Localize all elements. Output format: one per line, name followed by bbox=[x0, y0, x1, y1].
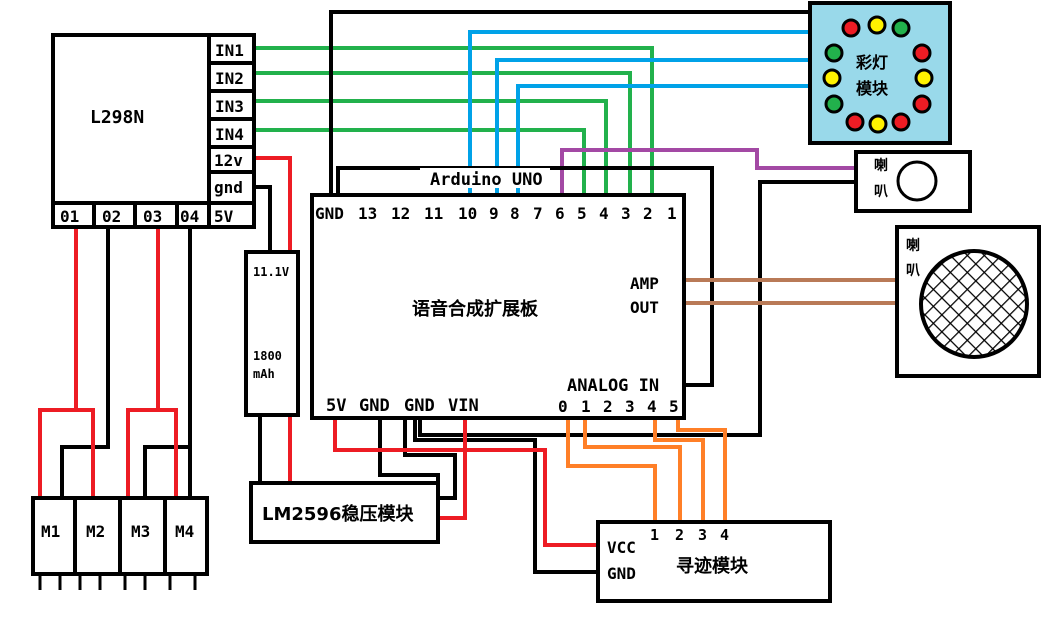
pin-gnd-b: GND bbox=[404, 396, 435, 416]
analog-pin-1: 1 bbox=[581, 397, 591, 416]
motor-m4: M4 bbox=[175, 522, 194, 541]
tracker-pin-1: 1 bbox=[650, 526, 659, 544]
pin-gnd: gnd bbox=[214, 178, 243, 197]
battery-capacity: 1800 bbox=[253, 349, 282, 363]
top-pin-9: 9 bbox=[489, 204, 499, 223]
top-pin-11: 11 bbox=[424, 204, 443, 223]
motor-m2: M2 bbox=[86, 522, 105, 541]
pin-12v: 12v bbox=[214, 151, 243, 170]
tracker-pin-2: 2 bbox=[675, 526, 684, 544]
pin-vin: VIN bbox=[448, 396, 479, 416]
speaker-label-2: 叭 bbox=[906, 263, 920, 279]
led-5 bbox=[912, 43, 932, 63]
buzzer-module: 喇 叭 bbox=[854, 150, 972, 213]
motors: M1 M2 M3 M4 bbox=[31, 496, 209, 590]
pin-in4: IN4 bbox=[215, 125, 244, 144]
green-control-wires bbox=[252, 46, 654, 195]
red-power-wires bbox=[38, 156, 598, 547]
pin-out2: 02 bbox=[102, 207, 121, 226]
led-2 bbox=[867, 15, 887, 35]
top-pin-6: 6 bbox=[555, 204, 565, 223]
top-pin-13: 13 bbox=[358, 204, 377, 223]
board-title: 语音合成扩展板 bbox=[412, 298, 539, 320]
battery: 11.1V 1800 mAh bbox=[244, 250, 300, 417]
purple-buzzer-wire bbox=[560, 148, 856, 195]
led-3 bbox=[891, 18, 911, 38]
speaker-module: 喇 叭 bbox=[895, 225, 1041, 378]
buzzer-icon bbox=[896, 160, 938, 202]
board-name: Arduino UNO bbox=[430, 170, 543, 190]
led-12 bbox=[891, 112, 911, 132]
led-module: 彩灯 模块 bbox=[808, 1, 952, 145]
pin-in1: IN1 bbox=[215, 41, 244, 60]
driver-title: L298N bbox=[90, 107, 144, 128]
motor-m3: M3 bbox=[131, 522, 150, 541]
tracker-pin-4: 4 bbox=[720, 526, 729, 544]
buzzer-label-2: 叭 bbox=[874, 184, 888, 200]
l298n-driver: L298N IN1 IN2 IN3 IN4 12v gnd 01 02 03 0… bbox=[51, 33, 256, 229]
amp-label: AMP bbox=[630, 274, 659, 293]
top-pin-8: 8 bbox=[510, 204, 520, 223]
top-pin-4: 4 bbox=[599, 204, 609, 223]
pin-out1: 01 bbox=[60, 207, 79, 226]
pin-in3: IN3 bbox=[215, 97, 244, 116]
orange-analog-wires bbox=[566, 418, 727, 523]
top-pin-10: 10 bbox=[458, 204, 477, 223]
top-pin-7: 7 bbox=[533, 204, 543, 223]
led-11 bbox=[868, 114, 888, 134]
battery-unit: mAh bbox=[253, 367, 275, 381]
pin-out4: 04 bbox=[180, 207, 199, 226]
tracking-module: VCC GND 寻迹模块 1 2 3 4 bbox=[596, 520, 832, 603]
led-4 bbox=[824, 43, 844, 63]
tracker-label: 寻迹模块 bbox=[676, 555, 749, 577]
led-8 bbox=[824, 94, 844, 114]
regulator-label: LM2596稳压模块 bbox=[262, 503, 414, 525]
top-pin-gnd: GND bbox=[315, 204, 344, 223]
analog-pin-3: 3 bbox=[625, 397, 635, 416]
pin-out3: 03 bbox=[143, 207, 162, 226]
top-pin-2: 2 bbox=[643, 204, 653, 223]
pin-5v: 5V bbox=[214, 207, 234, 226]
led-ring bbox=[822, 15, 934, 134]
buzzer-label-1: 喇 bbox=[874, 157, 888, 174]
pin-gnd-a: GND bbox=[359, 396, 390, 416]
led-10 bbox=[845, 112, 865, 132]
led-6 bbox=[822, 68, 842, 88]
analog-pin-4: 4 bbox=[647, 397, 657, 416]
pin-in2: IN2 bbox=[215, 69, 244, 88]
speaker-grille-icon bbox=[919, 249, 1029, 359]
led-1 bbox=[841, 18, 861, 38]
led-label-2: 模块 bbox=[856, 79, 889, 98]
speaker-label-1: 喇 bbox=[906, 237, 920, 254]
top-pin-3: 3 bbox=[621, 204, 631, 223]
lm2596-regulator: LM2596稳压模块 bbox=[249, 481, 440, 544]
tracker-vcc: VCC bbox=[607, 538, 636, 557]
top-pin-5: 5 bbox=[577, 204, 587, 223]
tracker-gnd: GND bbox=[607, 564, 636, 583]
battery-voltage: 11.1V bbox=[253, 265, 289, 279]
out-label: OUT bbox=[630, 298, 659, 317]
black-ground-wires bbox=[60, 10, 856, 574]
motor-m1: M1 bbox=[41, 522, 60, 541]
brown-speaker-wires bbox=[672, 278, 897, 305]
top-pin-1: 1 bbox=[667, 204, 677, 223]
analog-pin-5: 5 bbox=[669, 397, 679, 416]
analog-pin-0: 0 bbox=[558, 397, 568, 416]
tracker-pin-3: 3 bbox=[698, 526, 707, 544]
analog-pin-2: 2 bbox=[603, 397, 613, 416]
analog-title: ANALOG IN bbox=[567, 376, 659, 396]
top-pin-12: 12 bbox=[391, 204, 410, 223]
pin-5v-board: 5V bbox=[326, 396, 346, 416]
led-9 bbox=[912, 94, 932, 114]
blue-led-wires bbox=[468, 30, 810, 195]
led-7 bbox=[914, 68, 934, 88]
led-label-1: 彩灯 bbox=[855, 53, 888, 72]
